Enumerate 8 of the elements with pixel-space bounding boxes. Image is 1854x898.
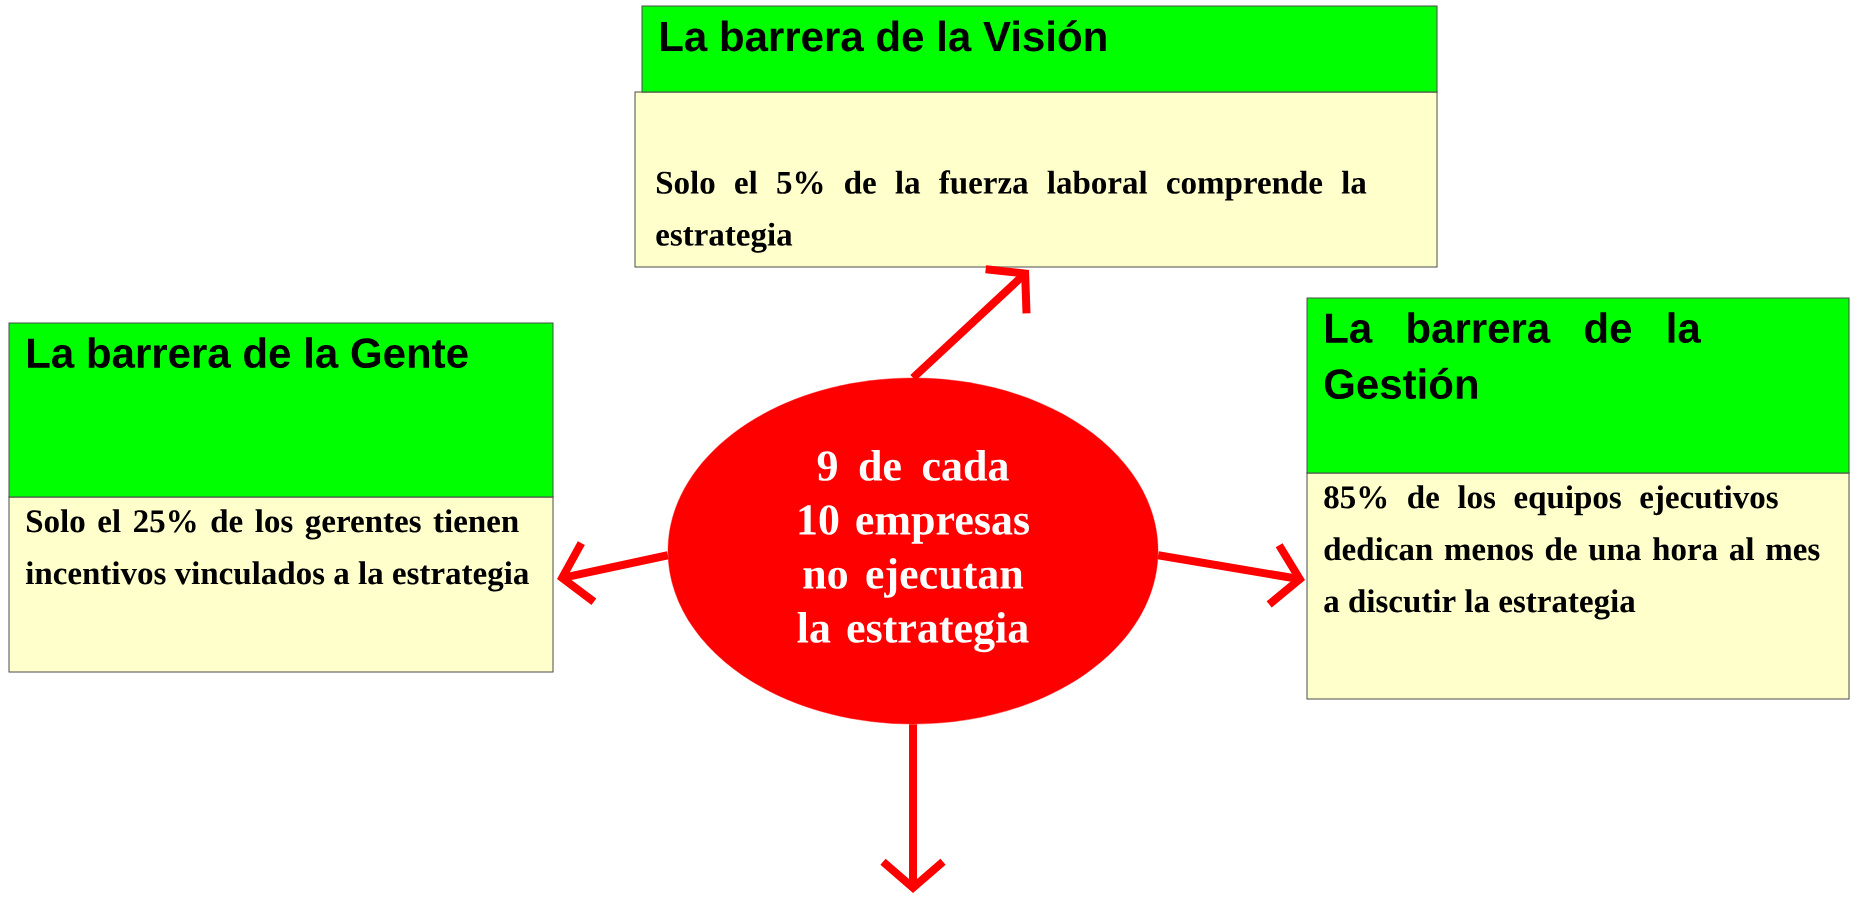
arrow bbox=[910, 265, 1031, 381]
barrier-box: La barrera de la Gestión 85% de los equipos ejecutivos dedican menos de una hora al mes a discutir la estrategia bbox=[1306, 297, 1850, 700]
node-label: La barrera de la Visión bbox=[661, 20, 1106, 52]
node-label: La barrera de la Gestión bbox=[1324, 312, 1702, 400]
arrow bbox=[1157, 543, 1305, 608]
barrier-box: La barrera de la Gente Solo el 25% de los gerentes tienen incentivos vinculados a la estrategia bbox=[8, 322, 554, 673]
barrier-box: La barrera de la Visión Solo el 5% de la fuerza laboral comprende la estrategia bbox=[634, 5, 1438, 268]
node-label: La barrera de la Gente bbox=[28, 337, 468, 369]
